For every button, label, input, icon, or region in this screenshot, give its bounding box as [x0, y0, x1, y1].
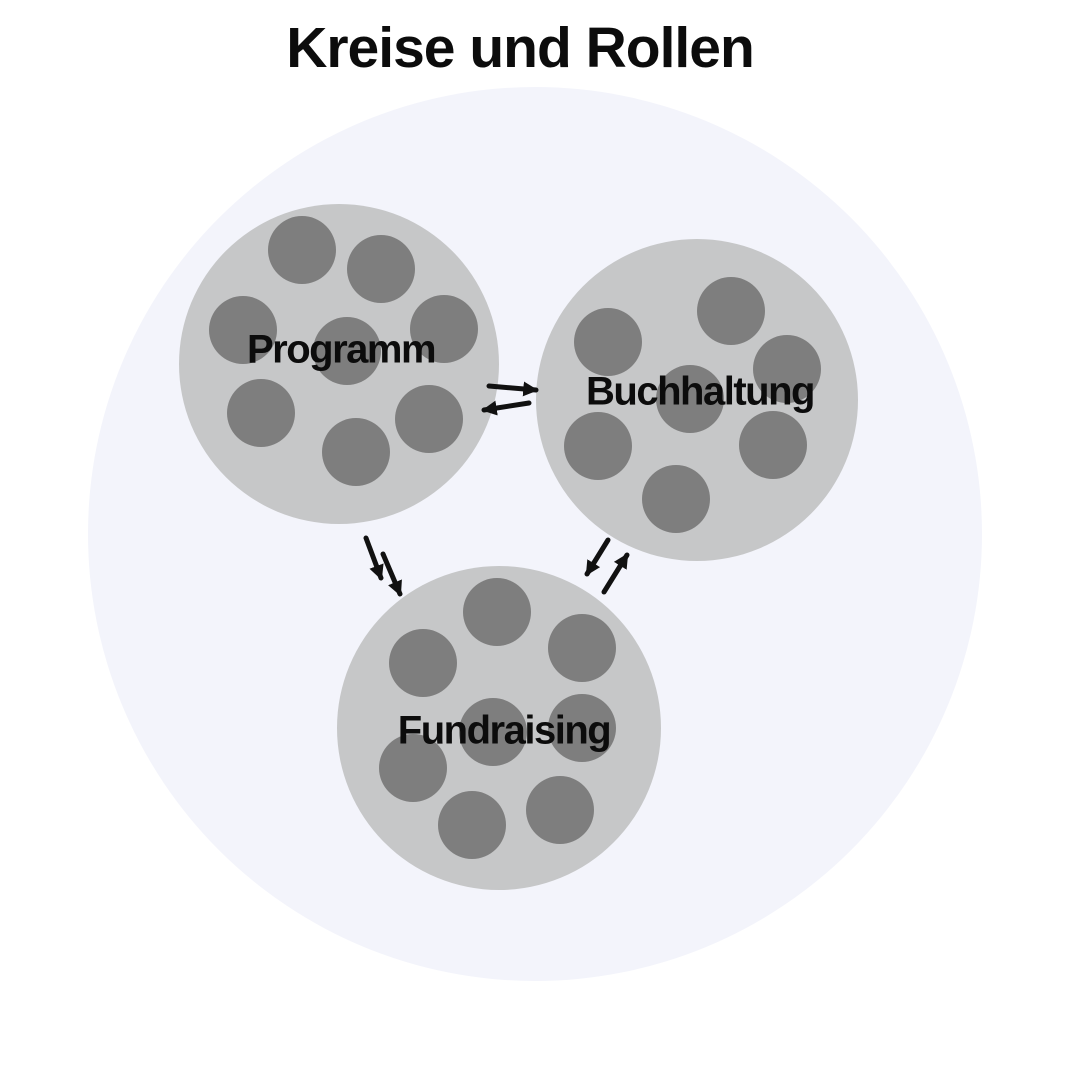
role-circle-programm: [347, 235, 415, 303]
role-circle-programm: [322, 418, 390, 486]
role-circle-programm: [268, 216, 336, 284]
team-label-fundraising: Fundraising: [397, 708, 612, 753]
role-circle-fundraising: [526, 776, 594, 844]
role-circle-fundraising: [459, 698, 527, 766]
role-circle-buchhaltung: [656, 365, 724, 433]
role-circle-fundraising: [548, 614, 616, 682]
role-circle-programm: [227, 379, 295, 447]
page-title: Kreise und Rollen: [286, 16, 755, 80]
role-circle-buchhaltung: [574, 308, 642, 376]
role-circle-buchhaltung: [739, 411, 807, 479]
role-circle-programm: [395, 385, 463, 453]
role-circle-fundraising: [463, 578, 531, 646]
role-circle-fundraising: [438, 791, 506, 859]
role-circle-buchhaltung: [697, 277, 765, 345]
role-circle-buchhaltung: [753, 335, 821, 403]
role-circle-programm: [209, 296, 277, 364]
role-circle-programm: [313, 317, 381, 385]
role-circle-buchhaltung: [564, 412, 632, 480]
role-circle-fundraising: [548, 694, 616, 762]
role-circle-fundraising: [379, 734, 447, 802]
role-circle-buchhaltung: [642, 465, 710, 533]
role-circle-fundraising: [389, 629, 457, 697]
team-label-programm: Programm: [246, 327, 437, 372]
role-circle-programm: [410, 295, 478, 363]
team-label-buchhaltung: Buchhaltung: [586, 369, 815, 414]
